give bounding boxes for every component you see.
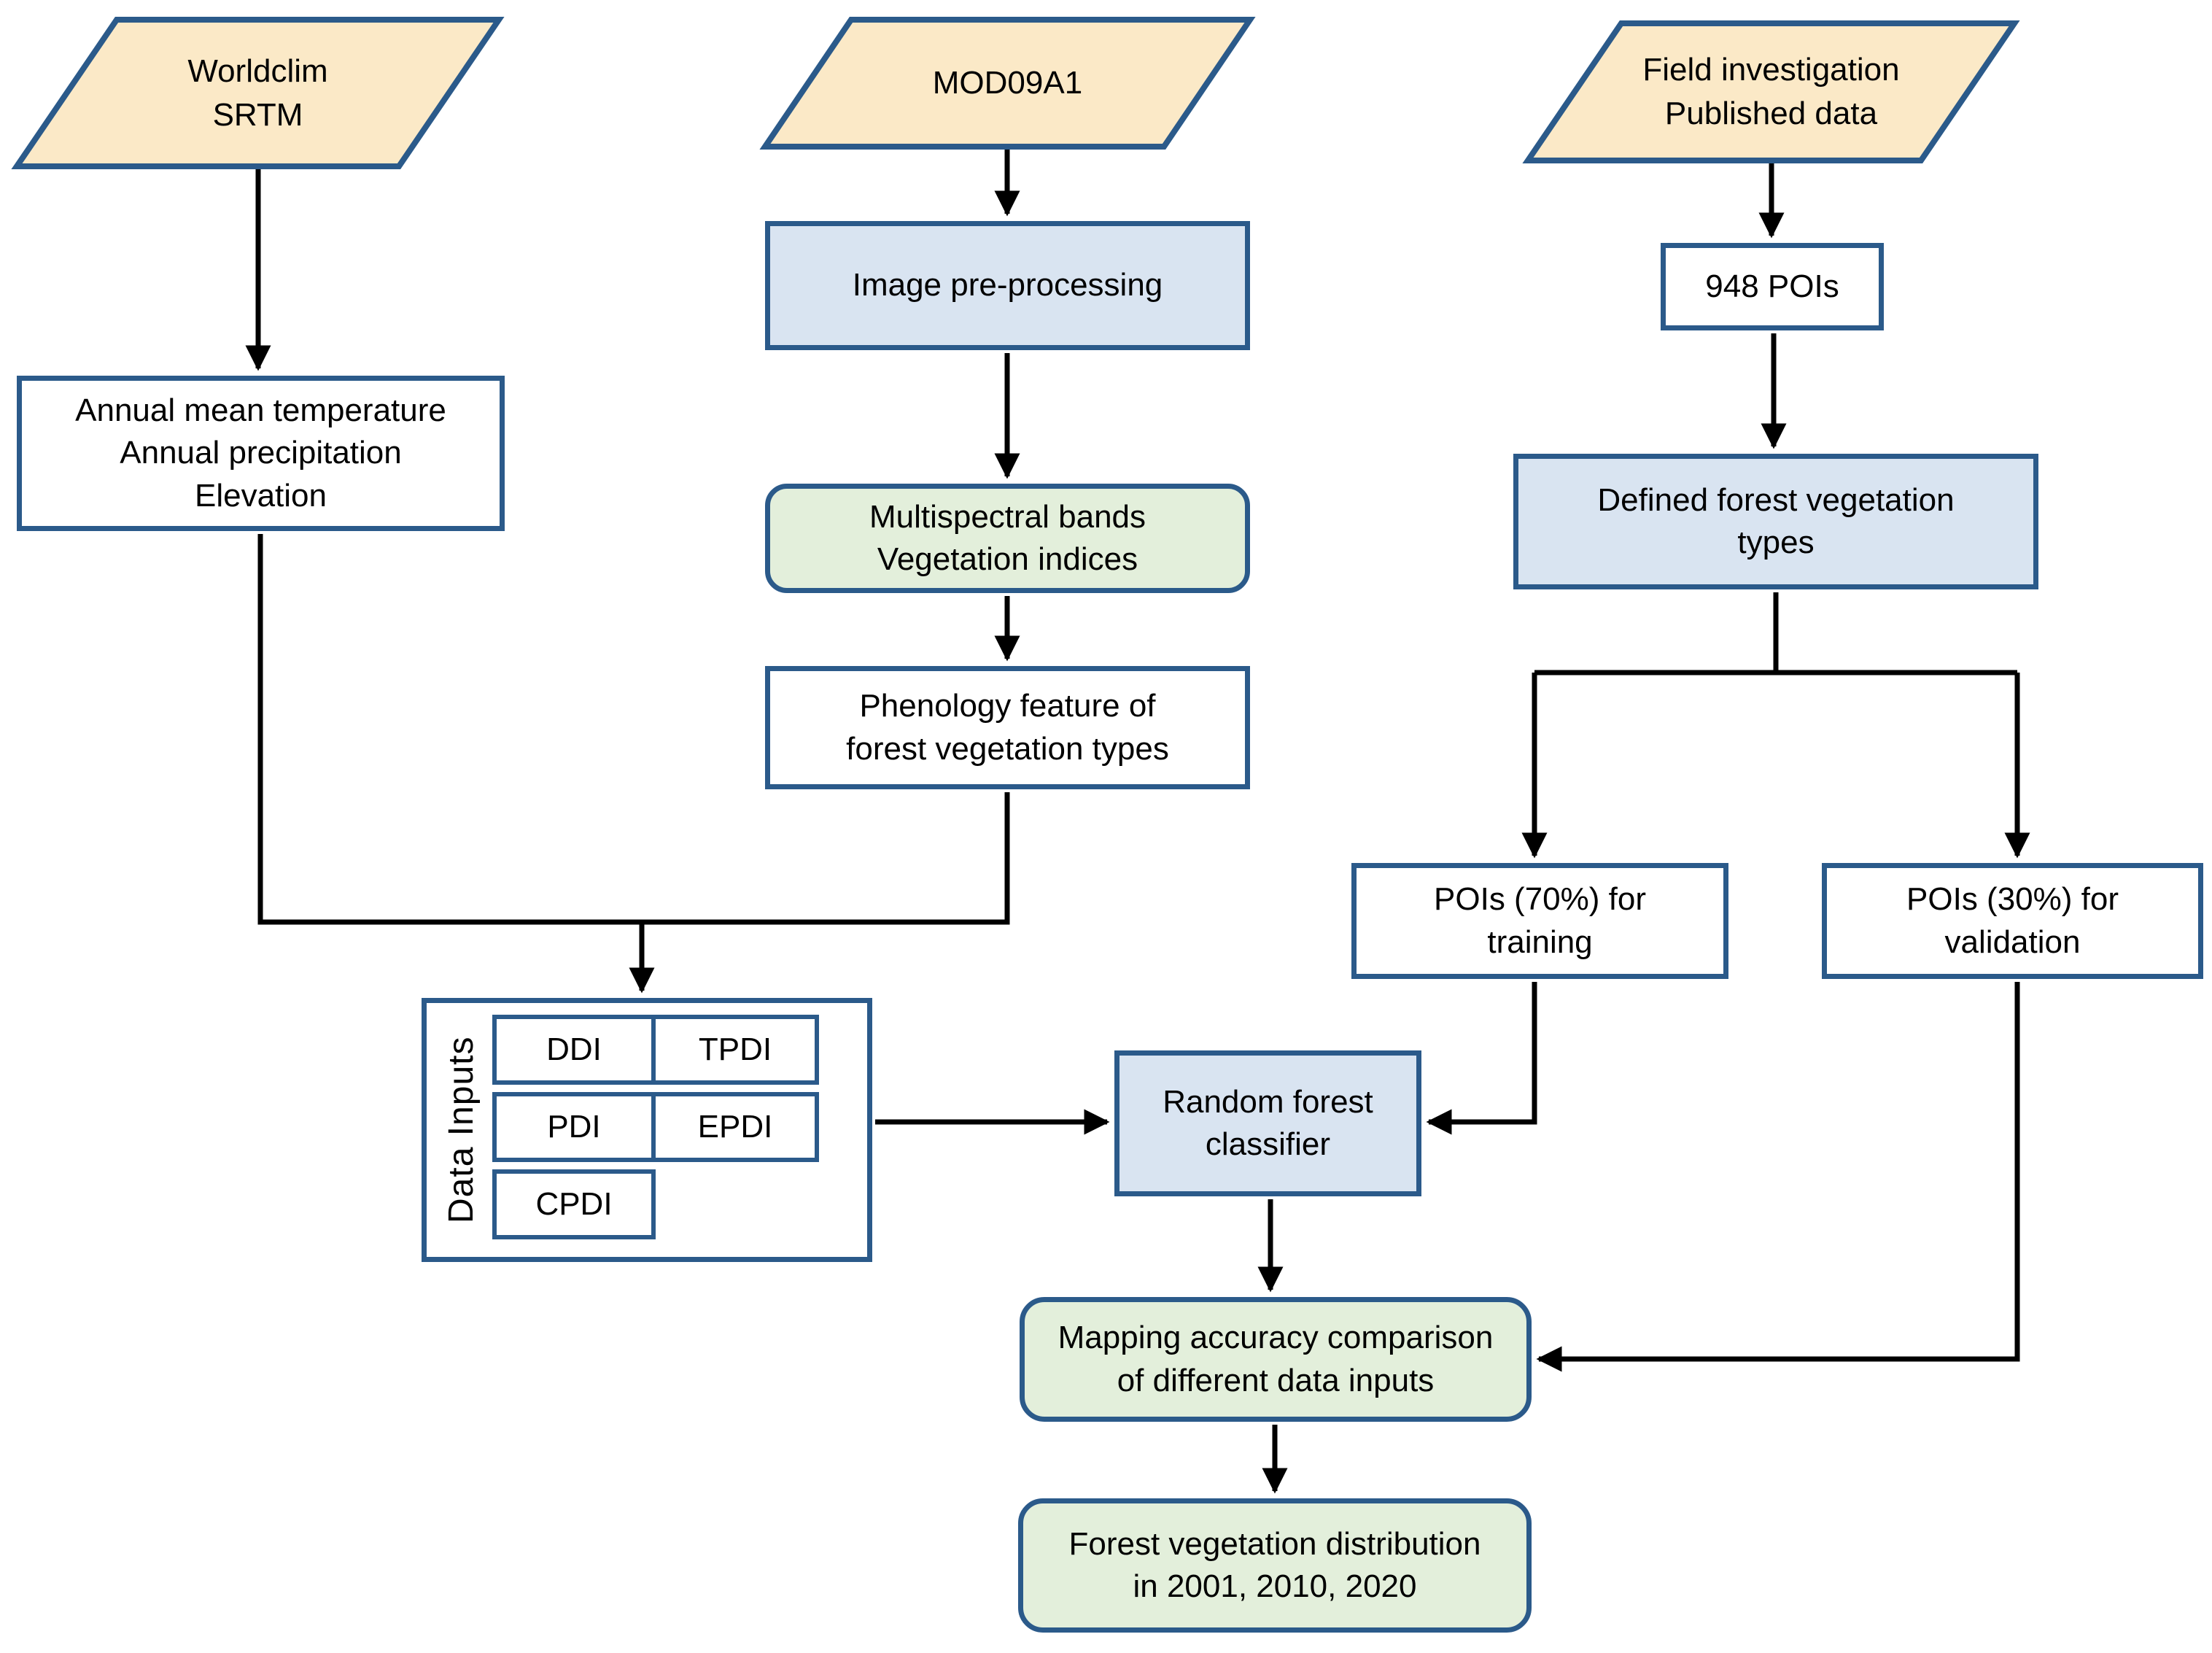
parallelogram-mod09a1 [759, 17, 1256, 150]
node-defined-forest-types: Defined forest vegetation types [1513, 454, 2038, 589]
node-worldclim-srtm-label: Worldclim SRTM [187, 53, 328, 133]
data-inputs-row: CPDI [492, 1169, 819, 1239]
node-mapping-accuracy: Mapping accuracy comparison of different… [1020, 1297, 1532, 1422]
node-image-preprocessing: Image pre-processing [765, 221, 1250, 350]
node-phenology-feature: Phenology feature of forest vegetation t… [765, 666, 1250, 789]
merge-climate-phenology-trunk [257, 534, 1010, 925]
node-mod09a1-label: MOD09A1 [932, 65, 1083, 101]
node-random-forest-classifier: Random forest classifier [1114, 1050, 1421, 1196]
parallelogram-worldclim-srtm [11, 17, 505, 169]
data-inputs-cell-ddi: DDI [492, 1015, 656, 1085]
node-data-inputs: Data Inputs DDI TPDI PDI EPDI CPDI [422, 998, 872, 1262]
arrow-training-to-rf [1426, 982, 1537, 1135]
data-inputs-cell-epdi: EPDI [651, 1092, 819, 1162]
node-multispectral-bands: Multispectral bands Vegetation indices [765, 484, 1250, 593]
data-inputs-rotated-label: Data Inputs [442, 1036, 481, 1224]
data-inputs-row: DDI TPDI [492, 1015, 819, 1085]
arrow-validation-to-mapping [1536, 982, 2020, 1372]
parallelogram-field-investigation [1522, 20, 2020, 163]
data-inputs-cell-cpdi: CPDI [492, 1169, 656, 1239]
data-inputs-table: DDI TPDI PDI EPDI CPDI [492, 1015, 819, 1239]
data-inputs-cell-pdi: PDI [492, 1092, 656, 1162]
node-field-investigation-label: Field investigation Published data [1642, 52, 1900, 131]
node-forest-distribution: Forest vegetation distribution in 2001, … [1018, 1498, 1532, 1633]
split-defined-trunk [1534, 592, 2017, 675]
node-pois-validation: POIs (30%) for validation [1822, 863, 2203, 979]
node-948-pois: 948 POIs [1661, 243, 1884, 330]
node-pois-training: POIs (70%) for training [1351, 863, 1728, 979]
node-climate-variables: Annual mean temperature Annual precipita… [17, 376, 505, 531]
data-inputs-cell-tpdi: TPDI [651, 1015, 819, 1085]
data-inputs-row: PDI EPDI [492, 1092, 819, 1162]
